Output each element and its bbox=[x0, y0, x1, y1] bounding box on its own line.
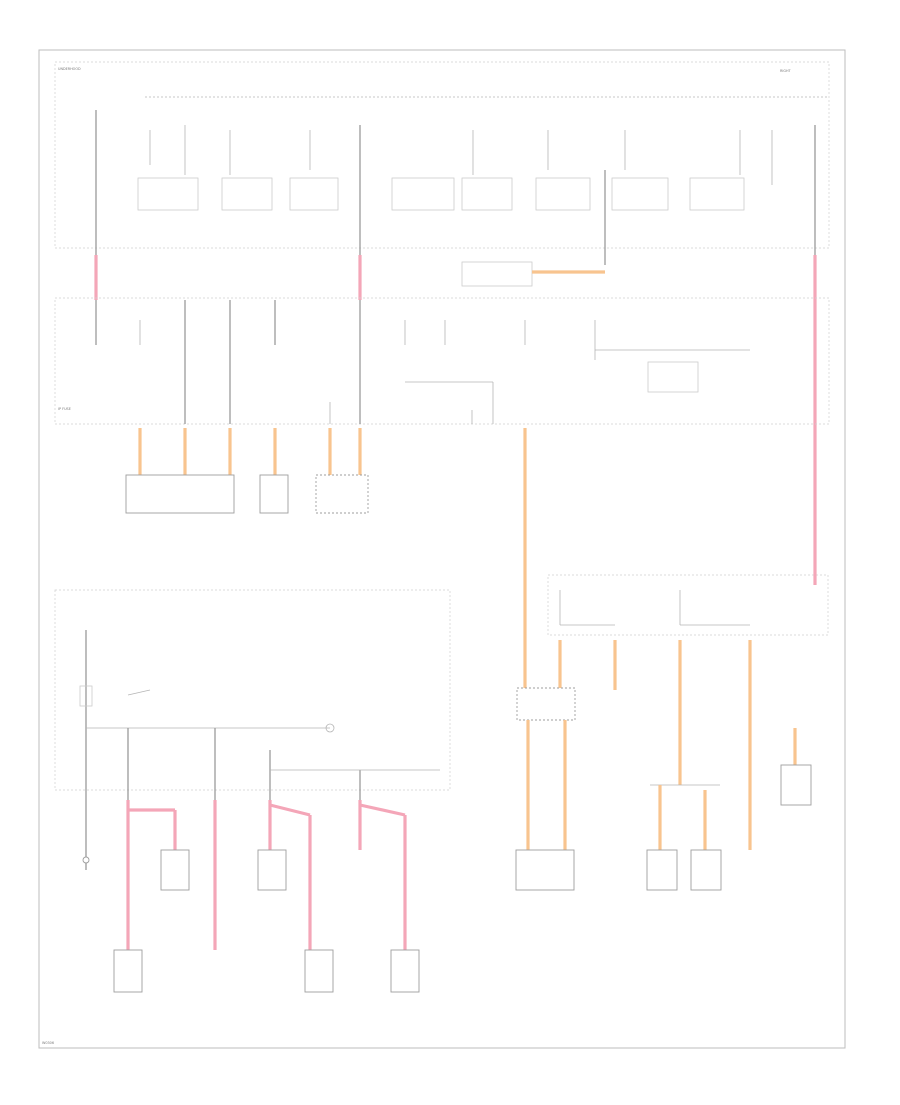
ip-fuse-block: IP FUSE bbox=[54, 297, 830, 425]
lower-fuse-block bbox=[54, 589, 451, 870]
diagram-frame bbox=[38, 49, 846, 1049]
underhood-fuse-block: UNDERHOOD RIGHT bbox=[54, 61, 830, 300]
rear-fuse-block bbox=[547, 570, 829, 850]
svg-text:IP FUSE: IP FUSE bbox=[58, 407, 71, 411]
mid-block-outputs bbox=[125, 428, 527, 690]
right-components bbox=[515, 687, 812, 891]
top-mid-connectors bbox=[94, 255, 817, 570]
svg-text:UNDERHOOD: UNDERHOOD bbox=[58, 67, 81, 71]
lower-pink-feeds bbox=[113, 800, 420, 993]
footer-code: W0306 bbox=[42, 1041, 54, 1045]
svg-text:RIGHT: RIGHT bbox=[780, 69, 792, 73]
